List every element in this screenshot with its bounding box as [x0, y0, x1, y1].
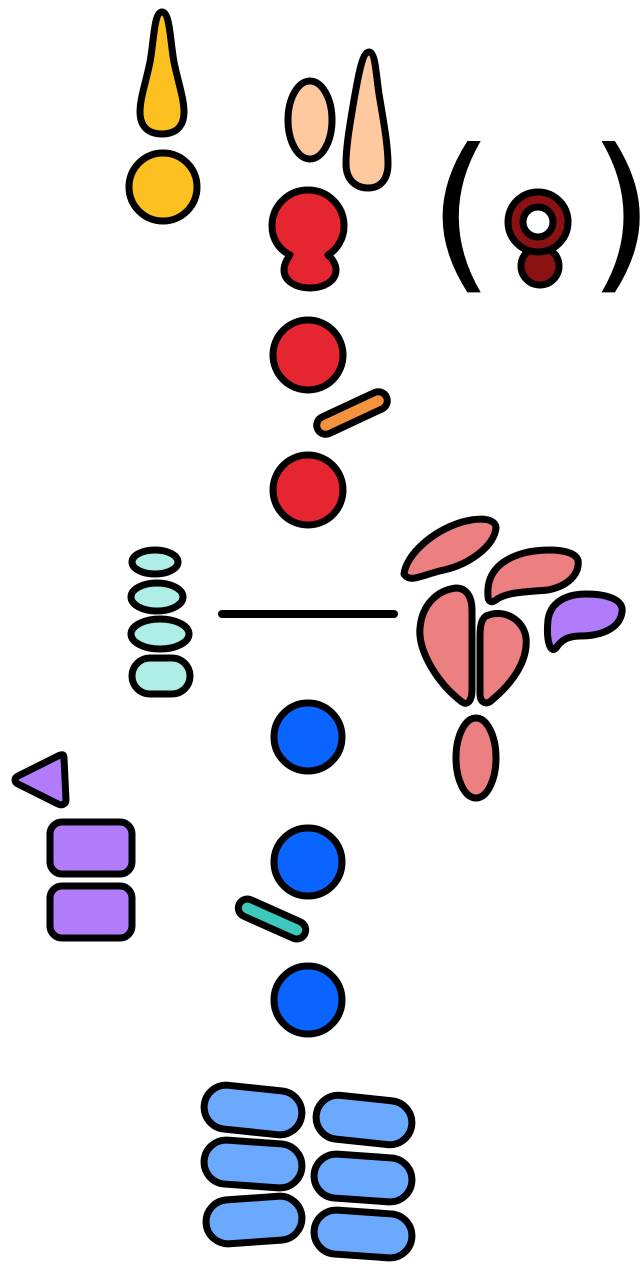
dark-red-ring-hole	[519, 203, 557, 241]
blue-ball-3	[270, 962, 346, 1038]
open-parenthesis: (	[428, 113, 494, 311]
red-snowman	[268, 186, 348, 292]
salmon-drop-bottom	[452, 714, 500, 802]
purple-square-upper	[46, 818, 136, 878]
red-snowman-body	[268, 186, 348, 292]
light-cyan-disc-3	[127, 615, 193, 653]
light-cyan-disc-2	[127, 579, 187, 615]
orange-bean	[313, 388, 391, 438]
light-blue-stacks	[200, 1081, 416, 1262]
light-blue-block-3	[200, 1136, 306, 1192]
salmon-cluster	[400, 515, 582, 802]
red-ball-upper	[269, 316, 347, 394]
salmon-petal-center	[476, 610, 530, 707]
salmon-petal-top-right	[484, 546, 582, 606]
teal-bean	[234, 895, 310, 943]
red-ball-lower	[269, 451, 347, 529]
parenthesized-ring-group: ( )	[428, 113, 644, 311]
purple-triangle	[11, 751, 70, 809]
blue-balls	[234, 699, 346, 1038]
close-parenthesis: )	[588, 113, 644, 311]
light-blue-block-2	[312, 1091, 416, 1149]
blue-ball-2	[270, 824, 346, 900]
purple-blob	[544, 590, 626, 653]
blue-ball-1	[270, 699, 346, 775]
light-blue-block-6	[310, 1206, 416, 1262]
peach-components	[284, 48, 392, 192]
light-blue-block-4	[310, 1150, 416, 1206]
purple-left-group	[11, 751, 136, 942]
red-balls	[269, 316, 391, 529]
salmon-petal-top-left	[400, 515, 500, 582]
light-blue-block-1	[200, 1081, 306, 1139]
dark-red-ring-shape	[504, 188, 572, 289]
yellow-component	[125, 8, 201, 225]
light-cyan-disc-1	[128, 546, 182, 578]
purple-square-lower	[46, 882, 136, 942]
yellow-teardrop	[136, 8, 188, 138]
light-blue-block-5	[202, 1192, 306, 1248]
light-cyan-stack	[127, 546, 194, 698]
light-cyan-disc-4	[128, 654, 194, 698]
peach-oval	[284, 77, 336, 163]
peach-teardrop	[342, 48, 392, 192]
salmon-petal-left	[416, 584, 476, 707]
yellow-ball	[125, 149, 201, 225]
